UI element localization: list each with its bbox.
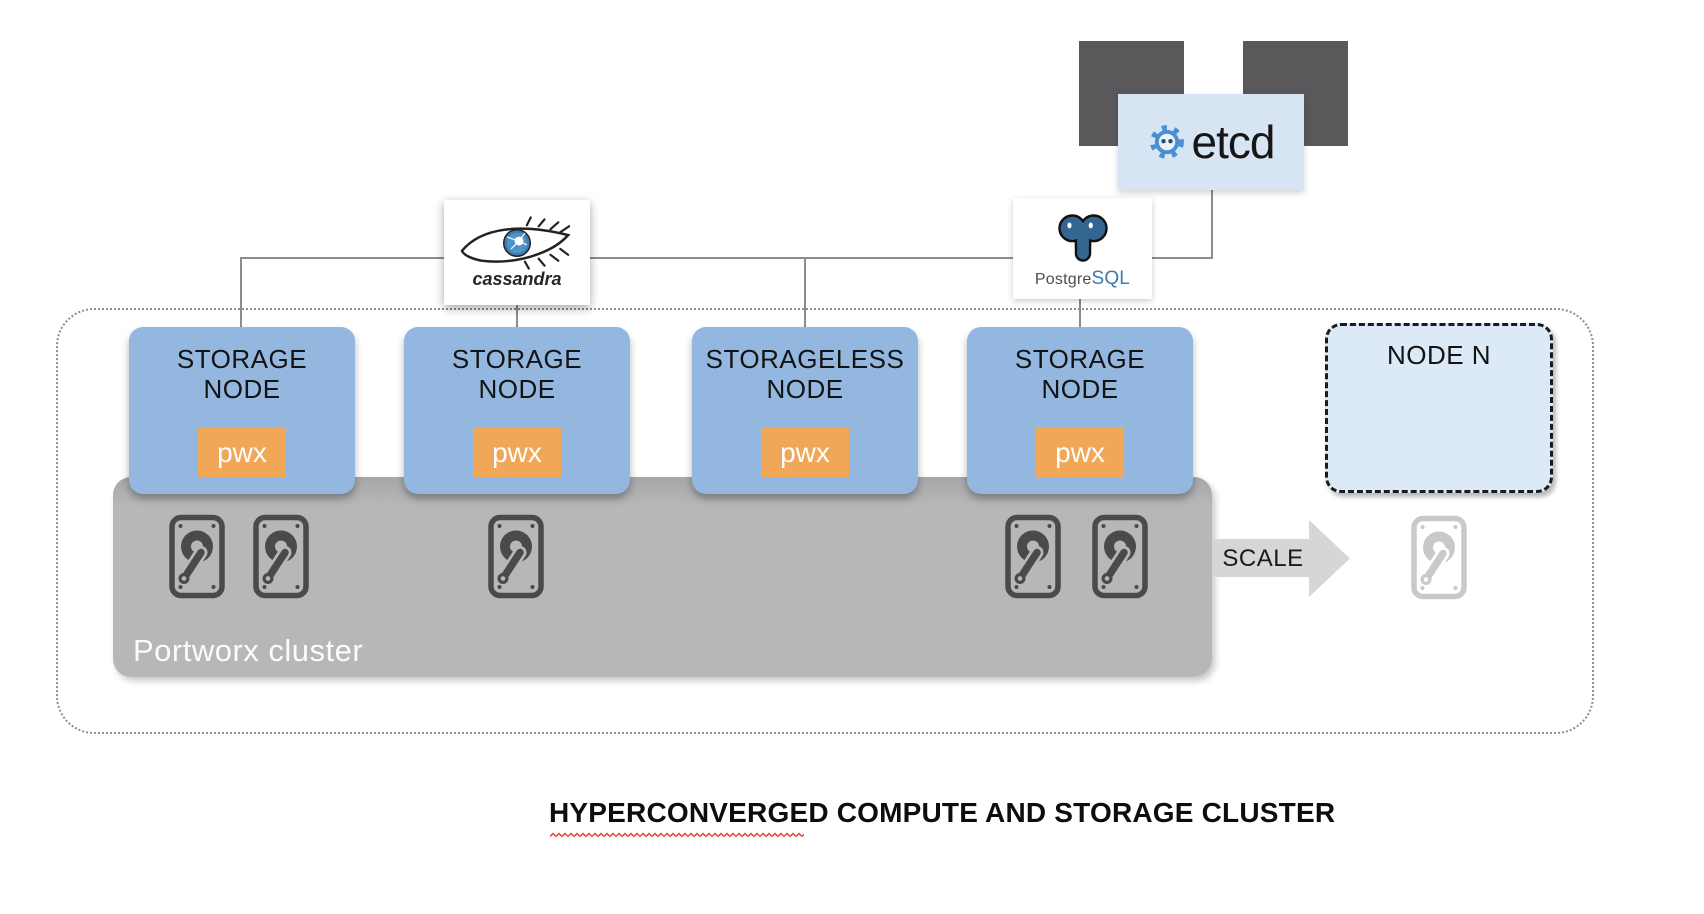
- cluster-boundary: [56, 308, 1594, 734]
- node-label-line1: STORAGE: [1014, 344, 1146, 374]
- pwx-badge: pwx: [761, 427, 849, 478]
- etcd-label: etcd: [1191, 116, 1276, 168]
- node-label: STORAGE NODE: [129, 344, 355, 404]
- scale-label: SCALE: [1222, 545, 1304, 572]
- connector-node4: [1079, 297, 1081, 328]
- node-label-line2: NODE: [478, 373, 556, 404]
- node-label-line2: NODE: [1041, 373, 1119, 404]
- postgresql-label-prefix: Postgre: [1034, 270, 1092, 288]
- disk-icon: [1004, 513, 1062, 600]
- pwx-badge: pwx: [198, 427, 286, 478]
- node-label-line1: STORAGE: [451, 344, 583, 374]
- node-label-line1: STORAGE: [176, 344, 308, 374]
- cassandra-eye-icon: [460, 216, 571, 270]
- connector-node1: [240, 257, 242, 328]
- node-n-label: NODE N: [1386, 340, 1492, 370]
- storage-node-1: STORAGE NODE pwx: [129, 327, 355, 494]
- pwx-badge: pwx: [473, 427, 561, 478]
- postgresql-elephant-icon: [1057, 213, 1108, 262]
- disk-icon: [252, 513, 310, 600]
- postgresql-label-suffix: SQL: [1091, 267, 1131, 289]
- scale-arrow: [1212, 520, 1350, 597]
- portworx-cluster-label: Portworx cluster: [133, 633, 364, 668]
- squiggle-underline: [550, 831, 804, 839]
- portworx-cluster-box: [113, 477, 1212, 677]
- node-label: STORAGE NODE: [404, 344, 630, 404]
- node-label-line2: NODE: [766, 373, 844, 404]
- cassandra-panel: cassandra: [444, 200, 590, 305]
- node-n-box: NODE N: [1325, 323, 1553, 493]
- disk-icon: [1091, 513, 1149, 600]
- storageless-node: STORAGELESS NODE pwx: [692, 327, 918, 494]
- storage-node-2: STORAGE NODE pwx: [404, 327, 630, 494]
- disk-icon-faded: [1410, 514, 1468, 601]
- disk-icon: [168, 513, 226, 600]
- storage-node-4: STORAGE NODE pwx: [967, 327, 1193, 494]
- postgresql-label: PostgreSQL: [1035, 268, 1130, 290]
- etcd-gear-icon: [1149, 125, 1184, 159]
- disk-icon: [487, 513, 545, 600]
- bus-line: [240, 257, 1213, 259]
- connector-node2: [516, 303, 518, 328]
- node-label-line2: NODE: [203, 373, 281, 404]
- pwx-badge: pwx: [1036, 427, 1124, 478]
- cassandra-label: cassandra: [472, 269, 562, 289]
- diagram-title: HYPERCONVERGED COMPUTE AND STORAGE CLUST…: [549, 797, 1336, 828]
- connector-etcd: [1211, 190, 1213, 259]
- node-label: STORAGE NODE: [967, 344, 1193, 404]
- node-label-line1: STORAGELESS: [705, 344, 905, 374]
- node-label: STORAGELESS NODE: [692, 344, 918, 404]
- postgresql-panel: PostgreSQL: [1013, 198, 1152, 299]
- etcd-panel: etcd: [1118, 94, 1304, 190]
- connector-node3: [804, 257, 806, 328]
